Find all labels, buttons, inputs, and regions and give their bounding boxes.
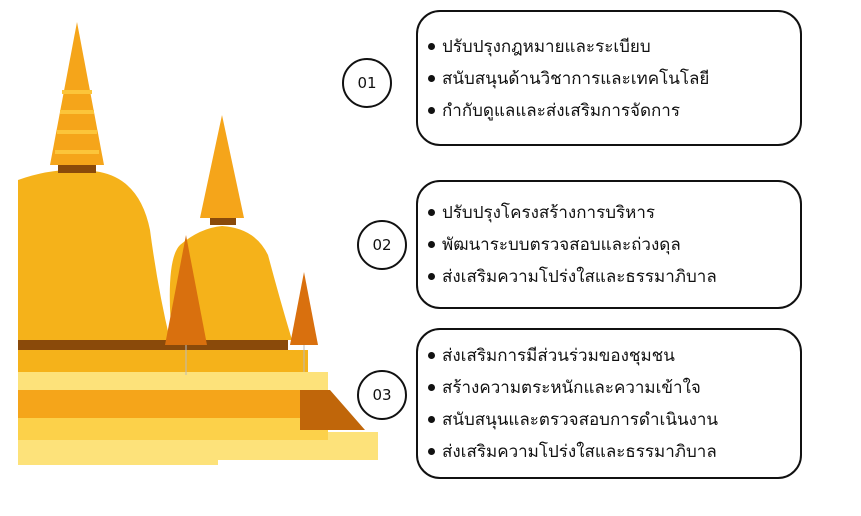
bullet-icon bbox=[428, 241, 435, 248]
item-text: ส่งเสริมความโปร่งใสและธรรมาภิบาล bbox=[442, 442, 717, 462]
item-text: กำกับดูแลและส่งเสริมการจัดการ bbox=[442, 100, 680, 121]
group-number-02: 02 bbox=[357, 220, 407, 270]
group-number-03: 03 bbox=[357, 370, 407, 420]
list-item: ส่งเสริมความโปร่งใสและธรรมาภิบาล bbox=[428, 436, 790, 468]
stupa-illustration bbox=[18, 22, 378, 465]
group-box-03: ส่งเสริมการมีส่วนร่วมของชุมชน สร้างความต… bbox=[416, 328, 802, 479]
list-item: ปรับปรุงกฎหมายและระเบียบ bbox=[428, 30, 790, 62]
item-text: ส่งเสริมความโปร่งใสและธรรมาภิบาล bbox=[442, 267, 717, 287]
group-box-02: ปรับปรุงโครงสร้างการบริหาร พัฒนาระบบตรวจ… bbox=[416, 180, 802, 309]
bullet-icon bbox=[428, 74, 435, 82]
list-item: กำกับดูแลและส่งเสริมการจัดการ bbox=[428, 94, 790, 126]
bullet-icon bbox=[428, 42, 435, 50]
bullet-icon bbox=[428, 352, 435, 359]
bullet-icon bbox=[428, 209, 435, 216]
item-text: ปรับปรุงโครงสร้างการบริหาร bbox=[442, 203, 655, 223]
bullet-icon bbox=[428, 106, 435, 114]
group-box-01: ปรับปรุงกฎหมายและระเบียบ สนับสนุนด้านวิช… bbox=[416, 10, 802, 146]
item-text: สนับสนุนด้านวิชาการและเทคโนโลยี bbox=[442, 68, 710, 89]
item-text: สนับสนุนและตรวจสอบการดำเนินงาน bbox=[442, 410, 719, 430]
item-text: พัฒนาระบบตรวจสอบและถ่วงดุล bbox=[442, 235, 681, 255]
list-item: ปรับปรุงโครงสร้างการบริหาร bbox=[428, 197, 790, 229]
bullet-icon bbox=[428, 384, 435, 391]
list-item: สร้างความตระหนักและความเข้าใจ bbox=[428, 372, 790, 404]
bullet-icon bbox=[428, 416, 435, 423]
bullet-icon bbox=[428, 448, 435, 455]
item-text: ปรับปรุงกฎหมายและระเบียบ bbox=[442, 36, 651, 57]
list-item: สนับสนุนและตรวจสอบการดำเนินงาน bbox=[428, 404, 790, 436]
item-text: ส่งเสริมการมีส่วนร่วมของชุมชน bbox=[442, 346, 675, 366]
item-text: สร้างความตระหนักและความเข้าใจ bbox=[442, 378, 701, 398]
list-item: พัฒนาระบบตรวจสอบและถ่วงดุล bbox=[428, 229, 790, 261]
list-item: ส่งเสริมการมีส่วนร่วมของชุมชน bbox=[428, 340, 790, 372]
list-item: ส่งเสริมความโปร่งใสและธรรมาภิบาล bbox=[428, 261, 790, 293]
group-number-01: 01 bbox=[342, 58, 392, 108]
bullet-icon bbox=[428, 273, 435, 280]
list-item: สนับสนุนด้านวิชาการและเทคโนโลยี bbox=[428, 62, 790, 94]
